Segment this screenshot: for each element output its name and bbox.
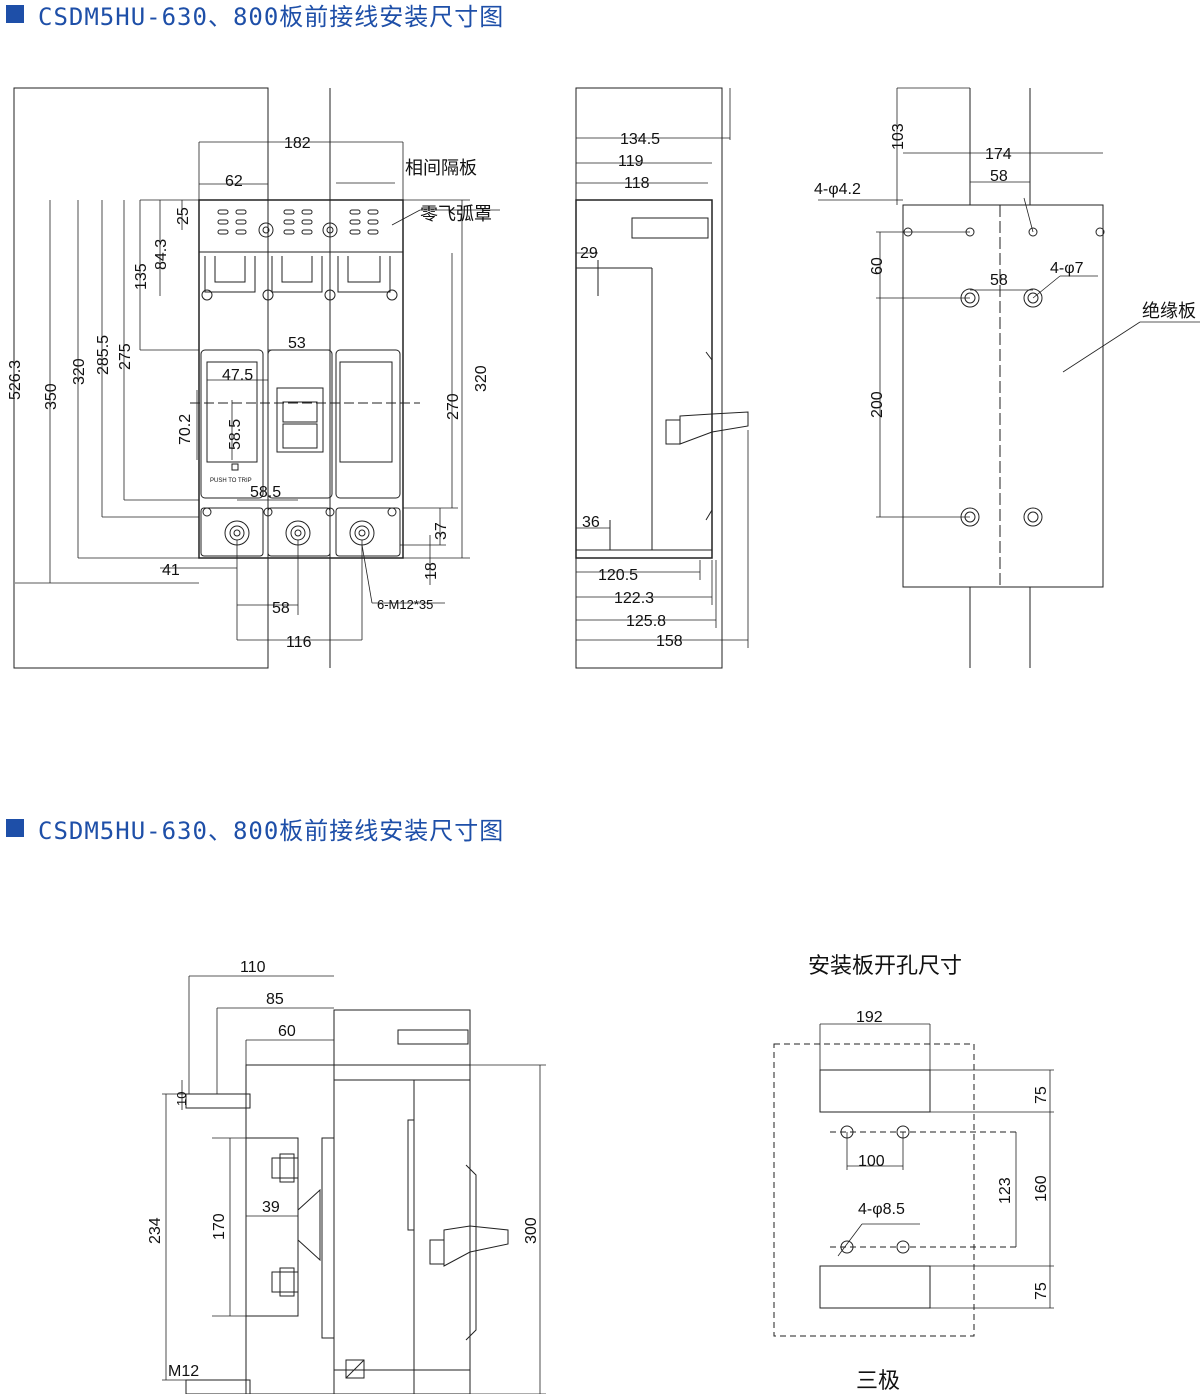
hole-7-label: 4-φ7 bbox=[1050, 260, 1084, 277]
dim-84-3: 84.3 bbox=[153, 239, 170, 270]
square-bullet-icon bbox=[6, 819, 24, 837]
dim-174: 174 bbox=[985, 146, 1012, 163]
insulation-label: 绝缘板 bbox=[1142, 301, 1196, 321]
dim-300: 300 bbox=[523, 1217, 540, 1244]
dim-158: 158 bbox=[656, 633, 683, 650]
dim-25: 25 bbox=[175, 207, 192, 225]
dim-160: 160 bbox=[1033, 1175, 1050, 1202]
dim-58: 58 bbox=[272, 600, 290, 617]
dim-170: 170 bbox=[211, 1213, 228, 1240]
square-bullet-icon bbox=[6, 5, 24, 23]
dim-47-5: 47.5 bbox=[222, 367, 253, 384]
section-title-text: CSDM5HU-630、800板前接线安装尺寸图 bbox=[38, 816, 505, 845]
hole-8-5-label: 4-φ8.5 bbox=[858, 1201, 905, 1218]
dim-58-5-h: 58.5 bbox=[227, 419, 244, 450]
cutout-view: 安装板开孔尺寸 192 75 100 123 160 4-φ8.5 75 三极 bbox=[773, 953, 1054, 1393]
dim-120-5: 120.5 bbox=[598, 567, 638, 584]
cutout-title: 安装板开孔尺寸 bbox=[808, 953, 962, 978]
dim-122-3: 122.3 bbox=[614, 590, 654, 607]
hole-4-2-label: 4-φ4.2 bbox=[814, 181, 861, 198]
dim-123: 123 bbox=[997, 1177, 1014, 1204]
dim-41: 41 bbox=[162, 562, 180, 579]
dim-70-2: 70.2 bbox=[177, 414, 194, 445]
dim-36: 36 bbox=[582, 514, 600, 531]
dim-192: 192 bbox=[856, 1009, 883, 1026]
dim-10: 10 bbox=[174, 1092, 189, 1106]
barrier-label: 相间隔板 bbox=[405, 158, 477, 178]
dim-526-3: 526.3 bbox=[7, 360, 24, 400]
dim-75-bottom: 75 bbox=[1033, 1282, 1050, 1300]
dim-110: 110 bbox=[240, 959, 266, 976]
dim-182: 182 bbox=[284, 135, 311, 152]
dim-134-5: 134.5 bbox=[620, 131, 660, 148]
dim-18: 18 bbox=[423, 562, 440, 580]
dim-270: 270 bbox=[445, 393, 462, 420]
dim-320-right: 320 bbox=[473, 365, 490, 392]
dim-62: 62 bbox=[225, 173, 243, 190]
dim-75-top: 75 bbox=[1033, 1086, 1050, 1104]
dim-60-rear: 60 bbox=[278, 1023, 296, 1040]
dim-100: 100 bbox=[858, 1153, 885, 1170]
dim-320-left: 320 bbox=[71, 358, 88, 385]
dim-39: 39 bbox=[262, 1199, 280, 1216]
side-view: 134.5 119 118 29 36 120.5 122.3 125.8 15… bbox=[575, 87, 749, 669]
dim-60: 60 bbox=[869, 257, 886, 275]
dim-119: 119 bbox=[618, 153, 644, 170]
dim-285-5: 285.5 bbox=[95, 335, 112, 375]
plate-view: 103 174 58 4-φ4.2 60 58 4-φ7 200 绝缘板 bbox=[814, 87, 1200, 668]
section-title-bottom: CSDM5HU-630、800板前接线安装尺寸图 bbox=[6, 814, 504, 845]
dim-125-8: 125.8 bbox=[626, 613, 666, 630]
dim-29: 29 bbox=[580, 245, 598, 262]
dim-200: 200 bbox=[869, 391, 886, 418]
section-title-top: CSDM5HU-630、800板前接线安装尺寸图 bbox=[6, 0, 504, 31]
dim-85: 85 bbox=[266, 991, 284, 1008]
dim-116: 116 bbox=[286, 634, 312, 651]
dim-275: 275 bbox=[117, 343, 134, 370]
dim-135: 135 bbox=[133, 263, 150, 290]
dim-234: 234 bbox=[147, 1217, 164, 1244]
rear-view: 110 85 60 10 234 170 39 300 M12 bbox=[147, 959, 546, 1394]
arc-cover-label: 零飞弧罩 bbox=[420, 204, 492, 224]
dim-53: 53 bbox=[288, 335, 306, 352]
dim-58-a: 58 bbox=[990, 168, 1008, 185]
dim-58-5-w: 58.5 bbox=[250, 484, 281, 501]
dim-58-b: 58 bbox=[990, 272, 1008, 289]
dim-37: 37 bbox=[433, 522, 450, 540]
bolt-label: 6-M12*35 bbox=[377, 597, 433, 612]
section-title-text: CSDM5HU-630、800板前接线安装尺寸图 bbox=[38, 2, 505, 31]
dim-103: 103 bbox=[890, 123, 907, 150]
cutout-caption: 三极 bbox=[856, 1368, 900, 1393]
dim-350: 350 bbox=[43, 383, 60, 410]
dim-118: 118 bbox=[624, 175, 650, 192]
front-view: PUSH TO TRIP bbox=[7, 87, 500, 669]
push-to-trip-label: PUSH TO TRIP bbox=[210, 478, 252, 484]
m12-label: M12 bbox=[168, 1363, 199, 1380]
